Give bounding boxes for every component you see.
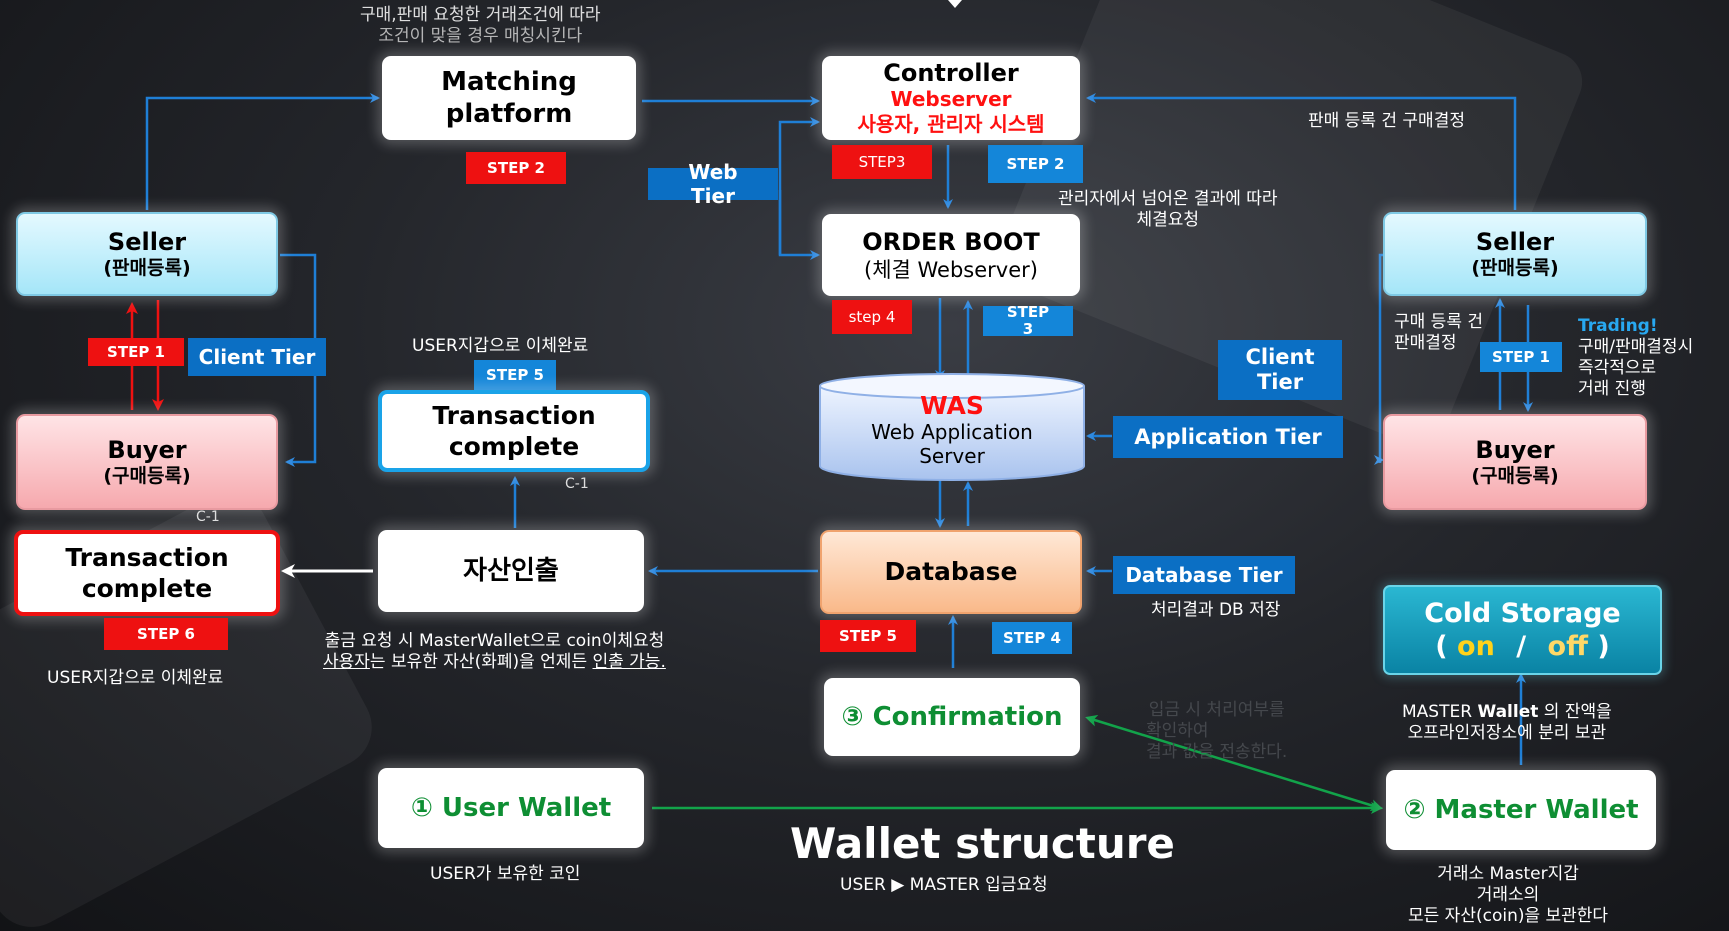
controller-system: 사용자, 관리자 시스템 <box>857 112 1045 136</box>
master-wallet-box[interactable]: ② Master Wallet <box>1386 770 1656 850</box>
note-user-coin: USER가 보유한 코인 <box>430 864 581 884</box>
matching-platform-box[interactable]: Matching platform <box>382 56 636 140</box>
order-boot-box[interactable]: ORDER BOOT (체결 Webserver) <box>822 214 1080 296</box>
confirmation-num: ③ <box>841 702 864 732</box>
client-tier-left-label: Client Tier <box>188 338 326 376</box>
user-wallet-label: ① User Wallet <box>411 793 611 823</box>
line-confirm-to-masterwallet <box>1085 714 1383 812</box>
database-box[interactable]: Database <box>820 530 1082 614</box>
order-boot-title: ORDER BOOT <box>862 227 1040 256</box>
line-seller-to-matching <box>145 93 380 210</box>
confirmation-text: Confirmation <box>872 702 1063 732</box>
application-tier-label: Application Tier <box>1113 416 1343 458</box>
cold-storage-title: Cold Storage <box>1424 598 1621 629</box>
diagram-title: Wallet structure <box>790 819 1175 868</box>
order-boot-sub: (체결 Webserver) <box>864 257 1038 282</box>
seller-right-box[interactable]: Seller (판매등록) <box>1383 212 1647 296</box>
buyer-left-title: Buyer <box>107 436 187 464</box>
seller-left-box[interactable]: Seller (판매등록) <box>16 212 278 296</box>
line-webtier-to-controller <box>778 117 820 255</box>
database-tier-label: Database Tier <box>1113 556 1295 594</box>
seller-right-title: Seller <box>1475 228 1555 256</box>
step3-controller-tag: STEP3 <box>832 145 932 179</box>
tx-center-line2: complete <box>448 432 580 461</box>
line-webtier-to-orderboot <box>778 190 820 260</box>
note-db-save: 처리결과 DB 저장 <box>1151 600 1281 620</box>
note-deposit-check: 입금 시 처리여부를 확인하여 결과 값을 전송한다. <box>1146 700 1288 762</box>
step4-db-tag: STEP 4 <box>992 622 1072 654</box>
user-wallet-num: ① <box>410 793 433 823</box>
line-seller-right-to-buyer-right <box>1378 253 1383 463</box>
buyer-right-title: Buyer <box>1475 436 1555 464</box>
buyer-left-box[interactable]: Buyer (구매등록) <box>16 414 278 510</box>
user-wallet-box[interactable]: ① User Wallet <box>378 768 644 848</box>
cold-storage-box[interactable]: Cold Storage ( on / off ) <box>1383 585 1662 675</box>
seller-left-title: Seller <box>107 228 187 256</box>
note-master-keep: 거래소 Master지갑 거래소의 모든 자산(coin)을 보관한다 <box>1408 864 1609 926</box>
controller-box[interactable]: Controller Webserver 사용자, 관리자 시스템 <box>822 56 1080 140</box>
master-wallet-label: ② Master Wallet <box>1403 795 1638 825</box>
diagram-subtitle: USER ▶ MASTER 입금요청 <box>840 875 1048 895</box>
tx-left-line2: complete <box>81 574 213 603</box>
buyer-left-sub: (구매등록) <box>103 465 191 487</box>
cold-storage-off: off <box>1547 631 1588 662</box>
note-withdraw: 출금 요청 시 MasterWallet으로 coin이체요청 사용자는 보유한… <box>323 631 666 672</box>
buyer-right-sub: (구매등록) <box>1471 465 1559 487</box>
step2-matching-tag: STEP 2 <box>466 152 566 184</box>
web-tier-label: Web Tier <box>648 160 778 208</box>
note-user-transfer-left: USER지갑으로 이체완료 <box>47 668 224 688</box>
seller-right-sub: (판매등록) <box>1471 257 1559 279</box>
withdraw-box[interactable]: 자산인출 <box>378 530 644 612</box>
step2-controller-tag: STEP 2 <box>988 145 1083 183</box>
note-master-separate: MASTER Wallet 의 잔액을 오프라인저장소에 분리 보관 <box>1402 702 1612 743</box>
c1-center-tag: C-1 <box>565 476 589 492</box>
step3-order-tag: STEP 3 <box>983 304 1073 338</box>
controller-webserver: Webserver <box>890 87 1012 111</box>
matching-platform-line2: platform <box>445 99 573 129</box>
note-buy-decision: 구매 등록 건 판매결정 <box>1394 312 1484 353</box>
tx-center-box[interactable]: Transaction complete <box>378 390 650 472</box>
note-admin-result: 관리자에서 넘어온 결과에 따라 체결요청 <box>1058 189 1278 230</box>
step5-db-tag: STEP 5 <box>820 620 916 652</box>
c1-left-tag: C-1 <box>196 509 220 525</box>
tx-left-line1: Transaction <box>65 543 229 572</box>
note-trading: Trading! 구매/판매결정시 즉각적으로 거래 진행 <box>1578 316 1694 399</box>
step4-order-tag: step 4 <box>832 300 912 334</box>
database-title: Database <box>884 557 1018 586</box>
user-wallet-text: User Wallet <box>441 793 612 823</box>
step6-left-tag: STEP 6 <box>104 618 228 650</box>
cold-storage-mode: ( on / off ) <box>1435 631 1610 662</box>
buyer-right-box[interactable]: Buyer (구매등록) <box>1383 414 1647 510</box>
note-matching-condition: 구매,판매 요청한 거래조건에 따라 조건이 맞을 경우 매칭시킨다 <box>360 5 601 46</box>
master-wallet-text: Master Wallet <box>1434 795 1639 825</box>
withdraw-title: 자산인출 <box>463 556 559 586</box>
matching-platform-line1: Matching <box>441 67 577 97</box>
master-wallet-num: ② <box>1403 795 1426 825</box>
client-tier-right-label: Client Tier <box>1218 340 1342 400</box>
confirmation-box[interactable]: ③ Confirmation <box>824 678 1080 756</box>
cold-storage-on: on <box>1457 631 1495 662</box>
step1-right-tag: STEP 1 <box>1480 342 1562 372</box>
tx-left-box[interactable]: Transaction complete <box>14 530 280 616</box>
step1-left-tag: STEP 1 <box>88 338 184 366</box>
note-sell-decision: 판매 등록 건 구매결정 <box>1308 111 1465 131</box>
was-text: WAS Web Application Server <box>871 391 1033 469</box>
was-cylinder[interactable] <box>818 372 1086 482</box>
controller-title: Controller <box>883 59 1019 87</box>
top-arrow-icon <box>948 0 962 8</box>
step5-center-tag: STEP 5 <box>474 360 556 390</box>
confirmation-label: ③ Confirmation <box>842 702 1063 732</box>
note-user-transfer-center: USER지갑으로 이체완료 <box>412 336 589 356</box>
seller-left-sub: (판매등록) <box>103 257 191 279</box>
line-seller-right-to-controller <box>1086 93 1517 210</box>
tx-center-line1: Transaction <box>432 401 596 430</box>
